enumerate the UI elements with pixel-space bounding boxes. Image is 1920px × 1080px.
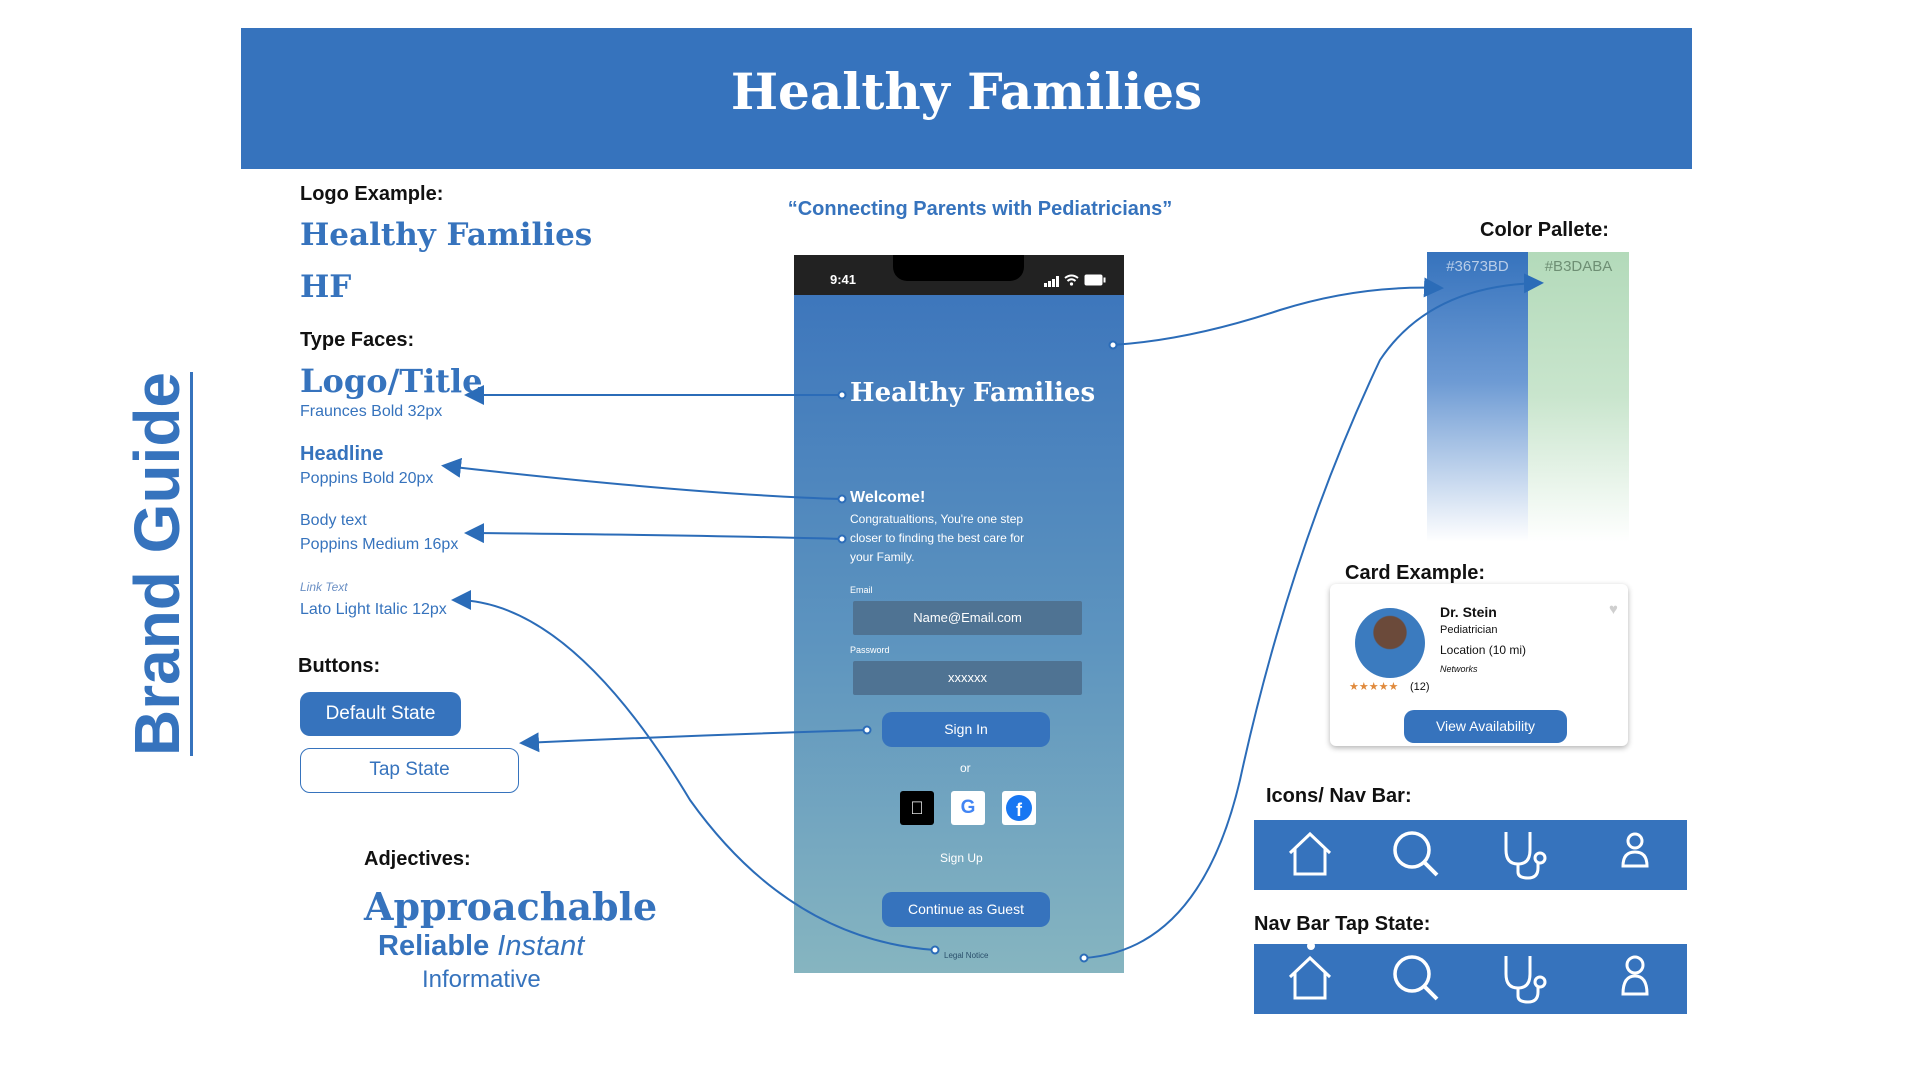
nav-tap-label: Nav Bar Tap State: xyxy=(1254,913,1431,935)
google-icon: G xyxy=(960,797,976,818)
headline-desc: Poppins Bold 20px xyxy=(300,470,434,487)
apple-login-button[interactable]:  xyxy=(900,791,934,825)
continue-as-guest-button[interactable]: Continue as Guest xyxy=(882,892,1050,927)
secondary-color-hex: #B3DABA xyxy=(1544,258,1613,275)
logo-short: HF xyxy=(300,269,352,305)
nav-tap-profile-icon[interactable] xyxy=(1620,954,1650,1003)
adjective-informative: Informative xyxy=(422,966,541,993)
battery-icon xyxy=(1084,273,1106,291)
tagline: “Connecting Parents with Pediatricians” xyxy=(787,198,1173,220)
sign-in-button[interactable]: Sign In xyxy=(882,712,1050,747)
email-field[interactable]: Name@Email.com xyxy=(853,601,1082,635)
logo-title-sample: Logo/Title xyxy=(300,362,483,400)
phone-body-line3: your Family. xyxy=(850,550,915,564)
connector-link xyxy=(451,590,936,951)
password-label: Password xyxy=(850,645,890,655)
adjective-row: Reliable Instant xyxy=(378,930,584,963)
view-availability-button[interactable]: View Availability xyxy=(1404,710,1567,743)
connector-button xyxy=(519,729,868,753)
favorite-heart-icon[interactable]: ♥ xyxy=(1609,601,1618,618)
phone-body-line1: Congratualtions, You're one step xyxy=(850,512,1024,526)
tap-state-button[interactable]: Tap State xyxy=(300,748,519,793)
facebook-login-button[interactable]: f xyxy=(1002,791,1036,825)
password-field[interactable]: xxxxxx xyxy=(853,661,1082,695)
logo-title-desc: Fraunces Bold 32px xyxy=(300,403,443,420)
nav-stethoscope-icon[interactable] xyxy=(1500,828,1560,885)
body-sample: Body text xyxy=(300,512,367,529)
color-palette-label: Color Pallete: xyxy=(1480,219,1609,241)
nav-home-icon[interactable] xyxy=(1285,828,1335,883)
phone-notch xyxy=(893,255,1024,281)
nav-profile-icon[interactable] xyxy=(1620,830,1650,875)
doctor-avatar xyxy=(1355,608,1425,678)
headline-sample: Headline xyxy=(300,443,384,465)
doctor-networks: Networks xyxy=(1440,664,1478,674)
default-state-button[interactable]: Default State xyxy=(300,692,461,736)
adjectives-label: Adjectives: xyxy=(364,848,471,870)
signal-icon xyxy=(1044,274,1060,292)
email-label: Email xyxy=(850,585,873,595)
rating-stars: ★★★★★ xyxy=(1349,681,1399,693)
logo-example-label: Logo Example: xyxy=(300,183,444,205)
nav-tap-search-icon[interactable] xyxy=(1390,952,1442,1009)
card-example-label: Card Example: xyxy=(1345,562,1486,584)
or-divider-text: or xyxy=(960,761,971,775)
phone-app-title: Healthy Families xyxy=(850,378,1096,408)
svg-text:f: f xyxy=(1016,800,1023,820)
apple-icon:  xyxy=(910,798,924,819)
adjective-instant: Instant xyxy=(497,930,585,962)
sign-up-link[interactable]: Sign Up xyxy=(940,851,983,865)
connector-palette-secondary xyxy=(1083,273,1544,959)
doctor-name: Dr. Stein xyxy=(1440,604,1497,620)
phone-body-line2: closer to finding the best care for xyxy=(850,531,1025,545)
secondary-color-swatch xyxy=(1528,252,1629,542)
legal-notice-link[interactable]: Legal Notice xyxy=(944,951,989,960)
icons-nav-label: Icons/ Nav Bar: xyxy=(1266,785,1412,807)
google-login-button[interactable]: G xyxy=(951,791,985,825)
nav-active-dot xyxy=(1307,942,1315,950)
connector-headline xyxy=(441,457,843,500)
link-sample: Link Text xyxy=(300,580,348,594)
adjective-approachable: Approachable xyxy=(364,884,658,929)
page-title: Healthy Families xyxy=(730,62,1203,121)
rating-count: (12) xyxy=(1410,681,1430,693)
adjective-reliable: Reliable xyxy=(378,930,490,962)
connector-palette-primary xyxy=(1112,277,1444,346)
facebook-icon: f xyxy=(1006,795,1032,821)
primary-color-swatch xyxy=(1427,252,1528,542)
connector-body xyxy=(464,523,843,544)
body-desc: Poppins Medium 16px xyxy=(300,536,459,553)
doctor-specialty: Pediatrician xyxy=(1440,624,1498,636)
nav-tap-stethoscope-icon[interactable] xyxy=(1500,952,1560,1009)
status-time: 9:41 xyxy=(830,272,857,287)
nav-tap-home-icon[interactable] xyxy=(1285,952,1335,1007)
logo-full: Healthy Families xyxy=(300,217,593,253)
doctor-location: Location (10 mi) xyxy=(1440,643,1527,657)
header-banner xyxy=(241,28,1692,169)
type-faces-label: Type Faces: xyxy=(300,329,415,351)
phone-welcome: Welcome! xyxy=(850,489,926,506)
buttons-label: Buttons: xyxy=(298,655,381,677)
nav-search-icon[interactable] xyxy=(1390,828,1442,885)
wifi-icon xyxy=(1064,273,1079,291)
link-desc: Lato Light Italic 12px xyxy=(300,601,447,618)
primary-color-hex: #3673BD xyxy=(1446,258,1509,275)
